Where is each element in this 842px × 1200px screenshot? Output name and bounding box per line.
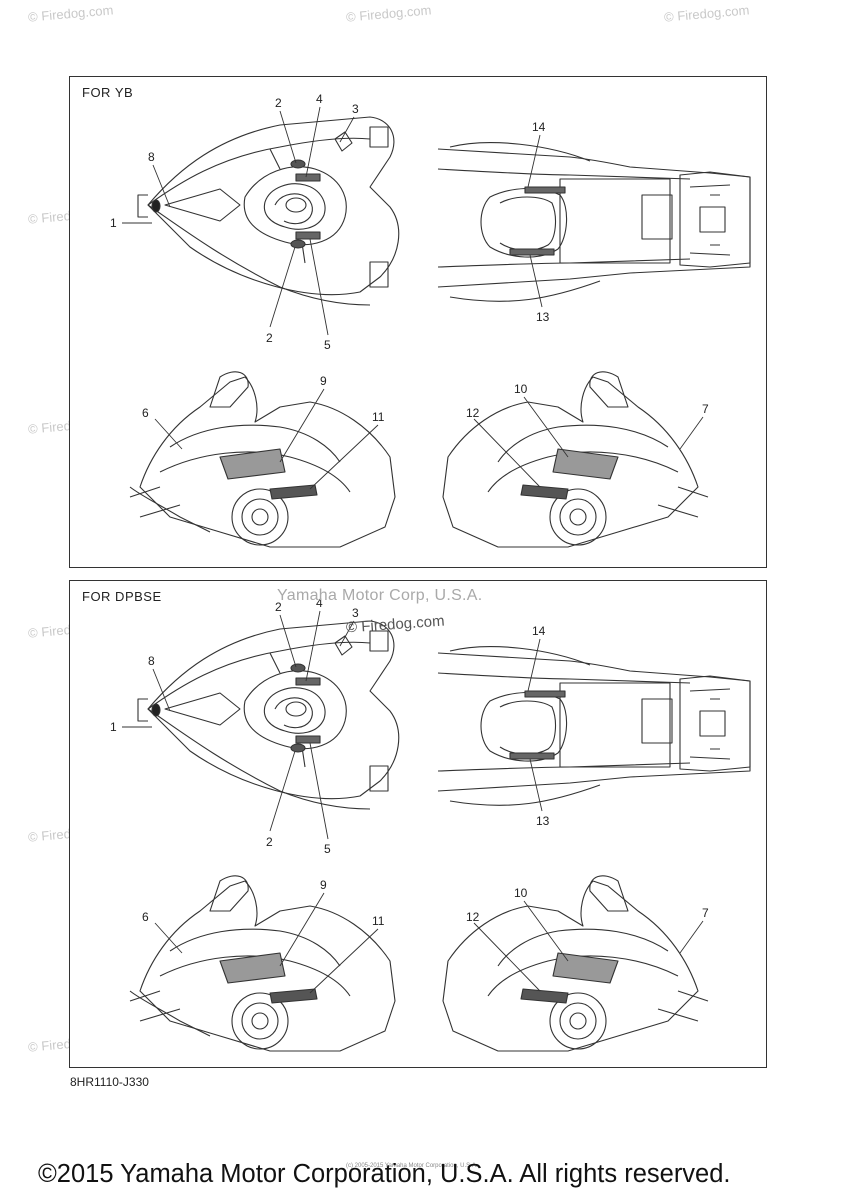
callout-1: 1 (110, 720, 117, 734)
watermark-text: © Firedog.com (345, 2, 432, 25)
left-side-view (129, 875, 396, 1052)
leader-lines (122, 106, 704, 490)
right-side-view (442, 371, 709, 548)
watermark-text: © Firedog.com (27, 2, 114, 25)
callout-9: 9 (320, 374, 327, 388)
callout-3: 3 (352, 102, 359, 116)
part-code: 8HR1110-J330 (70, 1075, 149, 1089)
callout-9: 9 (320, 878, 327, 892)
brand-overlay: Yamaha Motor Corp, U.S.A. (277, 587, 483, 604)
callout-11: 11 (372, 410, 385, 424)
callout-6: 6 (142, 910, 149, 924)
leader-lines (122, 610, 704, 994)
callout-5: 5 (324, 842, 331, 856)
rear-view-deck (437, 142, 751, 302)
tiny-copyright: (c) 2005-2015 Yamaha Motor Corporation, … (346, 1163, 478, 1169)
panel-title: FOR YB (82, 85, 134, 100)
callout-7: 7 (702, 402, 709, 416)
callout-12: 12 (466, 910, 480, 924)
top-view-deck (137, 116, 400, 306)
callout-4: 4 (316, 596, 323, 610)
callout-14: 14 (532, 120, 546, 134)
right-side-view (442, 875, 709, 1052)
callout-1: 1 (110, 216, 117, 230)
callout-2-top: 2 (275, 96, 282, 110)
callout-4: 4 (316, 92, 323, 106)
callout-8: 8 (148, 150, 155, 164)
decal-diagram: 1 8 2 4 3 2 5 14 13 6 9 11 12 10 7 (110, 92, 751, 548)
callout-2-bottom: 2 (266, 331, 273, 345)
callout-10: 10 (514, 886, 528, 900)
callout-10: 10 (514, 382, 528, 396)
callout-7: 7 (702, 906, 709, 920)
panel-for-yb: FOR YB (69, 76, 767, 568)
callout-12: 12 (466, 406, 480, 420)
left-side-view (129, 371, 396, 548)
watermark-text: © Firedog.com (663, 2, 750, 25)
callout-2-top: 2 (275, 600, 282, 614)
callout-14: 14 (532, 624, 546, 638)
callout-8: 8 (148, 654, 155, 668)
rear-view-deck (437, 646, 751, 806)
callout-6: 6 (142, 406, 149, 420)
callout-3: 3 (352, 606, 359, 620)
callout-5: 5 (324, 338, 331, 352)
panel-for-dpbse: FOR DPBSE (69, 580, 767, 1068)
callout-11: 11 (372, 914, 385, 928)
callout-13: 13 (536, 814, 550, 828)
top-view-deck (137, 620, 400, 810)
callout-2-bottom: 2 (266, 835, 273, 849)
panel-title: FOR DPBSE (82, 589, 162, 604)
decal-diagram: 1 8 2 4 3 2 5 14 13 6 9 11 12 10 7 (110, 596, 751, 1052)
callout-13: 13 (536, 310, 550, 324)
footer-copyright: ©2015 Yamaha Motor Corporation, U.S.A. A… (38, 1160, 731, 1188)
